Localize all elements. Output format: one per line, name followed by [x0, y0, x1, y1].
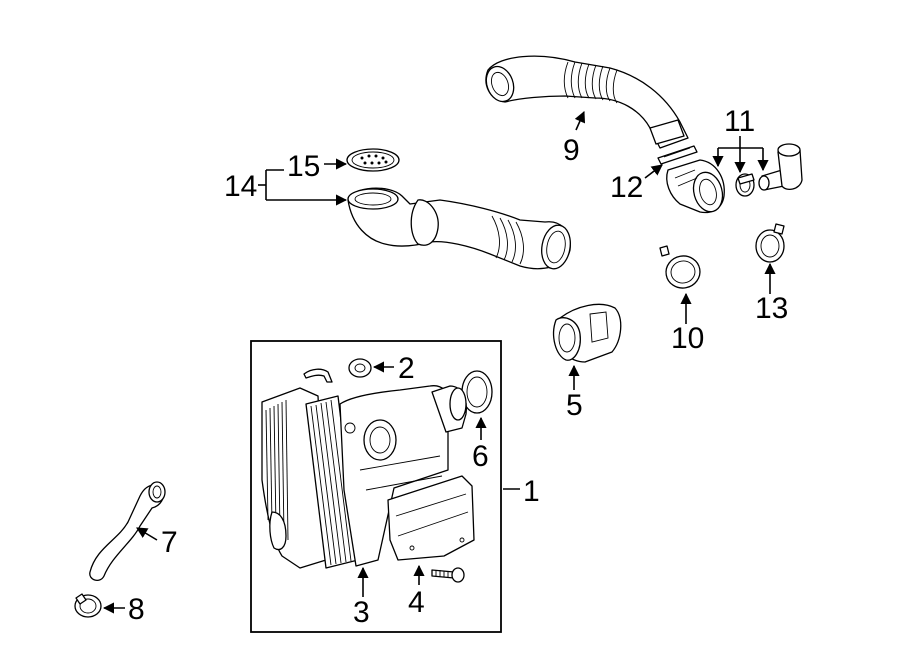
clamp-10 — [659, 245, 701, 289]
hose-7 — [89, 481, 166, 582]
callout-7: 7 — [161, 526, 178, 559]
callout-11: 11 — [724, 105, 755, 138]
clamp-12 — [657, 145, 698, 165]
callout-1: 1 — [523, 475, 540, 508]
seal-15 — [346, 148, 400, 172]
pcv-connector — [758, 143, 803, 191]
maf-housing — [666, 159, 725, 214]
callout-14: 14 — [224, 170, 257, 203]
assembly-frame — [250, 340, 502, 633]
callout-15: 15 — [287, 150, 320, 183]
gasket-6 — [461, 370, 493, 414]
clip — [303, 368, 333, 383]
upper-intake-duct — [485, 55, 689, 149]
air-cleaner-assembly — [261, 385, 475, 569]
grommet-2 — [348, 358, 372, 378]
bolt — [431, 567, 465, 583]
callout-13: 13 — [755, 292, 788, 325]
callout-5: 5 — [566, 389, 583, 422]
lower-intake-duct — [347, 187, 571, 270]
callout-12: 12 — [610, 171, 643, 204]
callout-3: 3 — [353, 596, 370, 629]
clamp-8 — [74, 593, 102, 618]
clamp-11 — [735, 173, 755, 197]
callout-9: 9 — [563, 134, 580, 167]
callout-8: 8 — [128, 593, 145, 626]
callout-6: 6 — [472, 440, 489, 473]
callout-4: 4 — [408, 586, 425, 619]
leader-lines — [102, 110, 776, 614]
callout-2: 2 — [398, 352, 415, 385]
adapter-5 — [552, 303, 622, 363]
callout-10: 10 — [671, 322, 704, 355]
clamp-13 — [755, 223, 785, 263]
